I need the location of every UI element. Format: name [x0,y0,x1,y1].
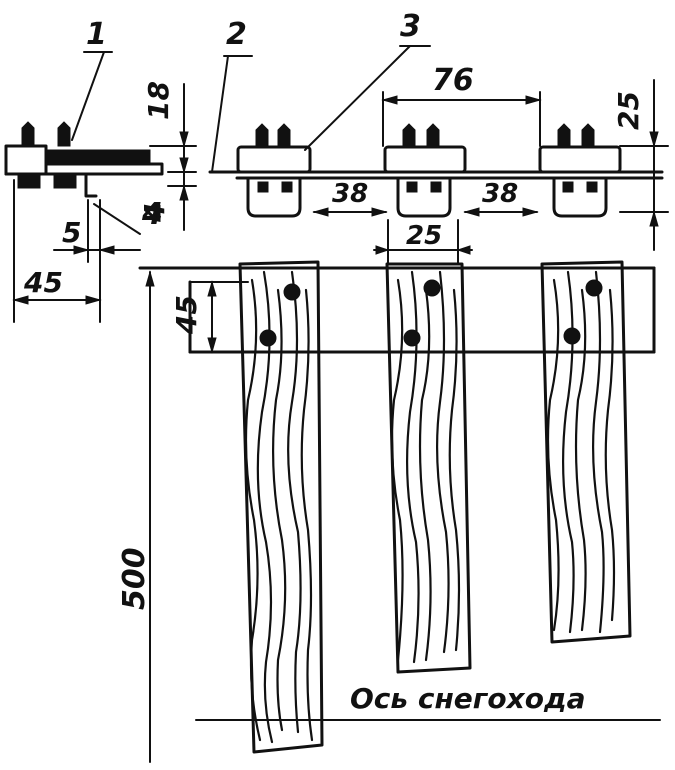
rivet [259,329,277,347]
axis-label: Ось снегохода [350,682,585,715]
dim-38-right: 38 [482,179,518,209]
bracket-1-bottom [246,176,302,218]
rivet [563,327,581,345]
bracket-1 [236,123,312,218]
dim-45-side: 45 [170,295,203,335]
callouts: 1 2 3 4 [71,9,431,235]
bracket-3 [538,123,622,218]
rivet [283,283,301,301]
rivet [423,279,441,297]
callout-2: 2 [226,17,247,52]
dim-18: 18 [142,81,175,120]
rivet [585,279,603,297]
rivet [403,329,421,347]
leader-1 [71,51,105,141]
top-projection [4,121,664,218]
callout-3: 3 [400,9,421,44]
dim-25-right: 25 [612,91,645,130]
bracket-3-bottom [552,176,608,218]
left-nut-1 [17,173,41,189]
bracket-1-top [236,145,312,174]
bracket-2-top [383,145,467,174]
left-nut-2 [53,173,77,189]
dim-4: 4 [138,203,171,223]
left-detail-assembly [4,121,164,198]
plan-view: 45 500 [117,260,661,763]
left-bolt-1 [21,121,35,147]
leader-2 [211,55,229,173]
left-bolt-2 [57,121,71,147]
callout-4: 4 [141,197,163,232]
left-plate [45,149,151,165]
dim-25-mid: 25 [406,221,442,251]
dim-5: 5 [62,216,81,249]
dim-45-top: 45 [23,266,63,299]
left-block [4,144,48,176]
slat-2 [385,262,472,674]
slat-3 [540,260,632,644]
slat-1 [238,260,324,754]
leader-4 [93,203,141,235]
left-strip [44,162,164,176]
leader-3 [304,45,411,151]
bracket-3-top [538,145,622,174]
dim-38-left: 38 [332,179,368,209]
callout-1: 1 [86,17,107,52]
dim-76: 76 [432,63,474,98]
top-dimensions: 18 4 5 45 76 25 38 [12,63,669,323]
bracket-2 [383,123,467,218]
dim-500: 500 [117,547,152,610]
bracket-2-bottom [396,176,452,218]
